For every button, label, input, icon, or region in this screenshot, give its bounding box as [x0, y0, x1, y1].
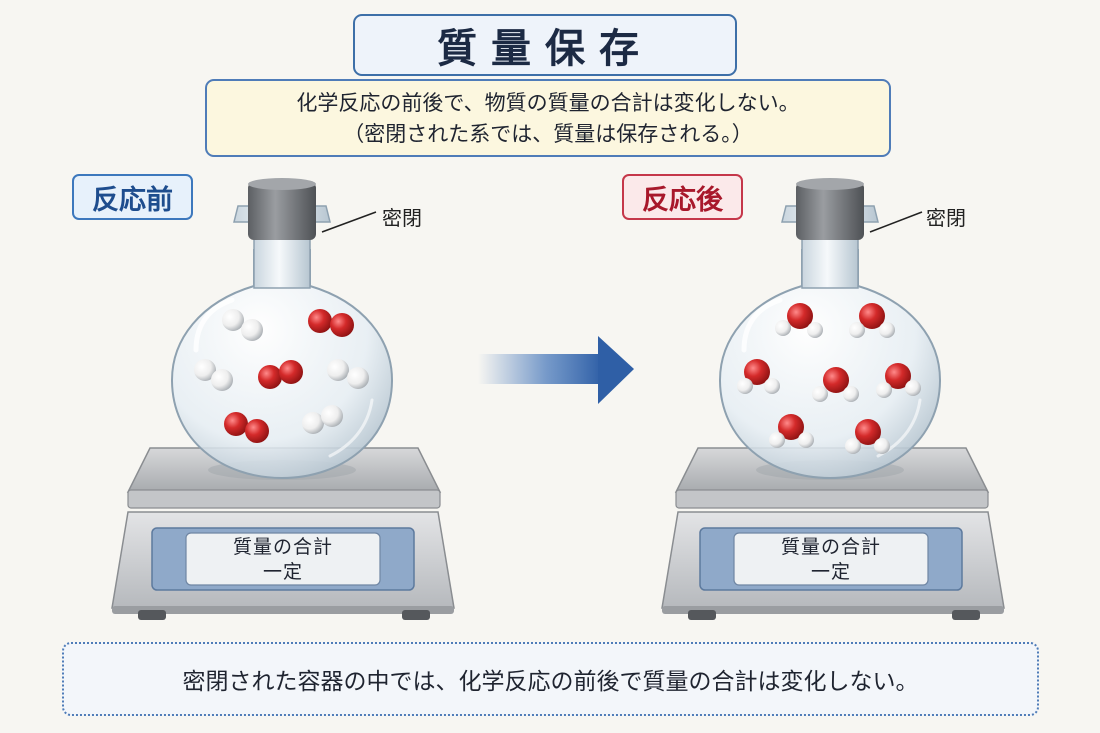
- summary-statement: 密閉された容器の中では、化学反応の前後で質量の合計は変化しない。: [62, 642, 1039, 716]
- seal-label-left: 密閉: [382, 206, 422, 230]
- molecule-icon: [737, 303, 921, 454]
- scale-icon: [111, 447, 455, 620]
- seal-pointer-right: [869, 211, 923, 233]
- after-reaction-label: 反応後: [622, 174, 743, 220]
- before-reaction-label: 反応前: [72, 174, 193, 220]
- law-line-2: （密閉された系では、質量は保存される。）: [343, 122, 753, 146]
- display-line-2: 一定: [810, 561, 851, 583]
- molecule-icon: [194, 309, 369, 443]
- seal-pointer-left: [321, 211, 377, 233]
- scale-display-left: 質量の合計 一定: [213, 535, 353, 585]
- reaction-arrow-icon: [478, 336, 634, 404]
- flask-icon: [718, 178, 942, 480]
- page-title: 質量保存: [353, 14, 737, 76]
- display-line-1: 質量の合計: [232, 536, 333, 558]
- scale-icon: [661, 447, 1005, 620]
- seal-label-right: 密閉: [926, 206, 966, 230]
- law-statement: 化学反応の前後で、物質の質量の合計は変化しない。 （密閉された系では、質量は保存…: [205, 79, 891, 157]
- display-line-1: 質量の合計: [780, 536, 881, 558]
- scale-display-right: 質量の合計 一定: [761, 535, 901, 585]
- flask-icon: [170, 178, 394, 480]
- display-line-2: 一定: [262, 561, 303, 583]
- law-line-1: 化学反応の前後で、物質の質量の合計は変化しない。: [296, 91, 800, 115]
